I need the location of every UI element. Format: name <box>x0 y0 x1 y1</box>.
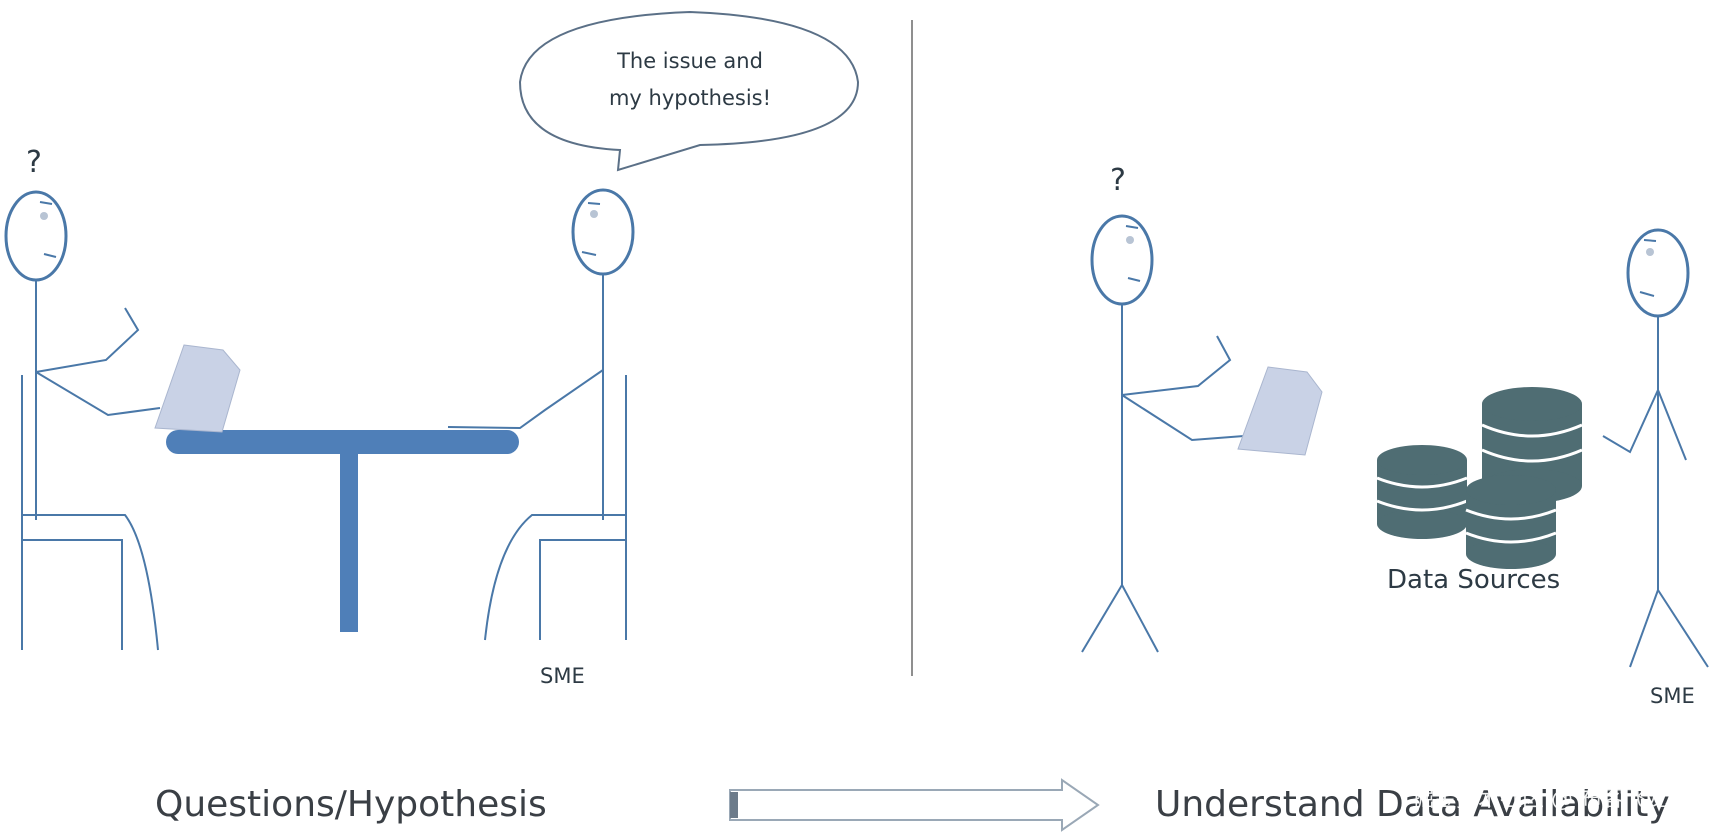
sme-eye-left <box>590 210 598 218</box>
sme-person-right <box>1602 228 1709 668</box>
database-stack-left <box>1376 445 1468 539</box>
left-chair <box>21 375 159 651</box>
paper-left <box>154 344 241 433</box>
analyst-head <box>1090 214 1154 306</box>
questioner-mouth <box>43 253 57 258</box>
analyst-brow <box>1125 225 1139 229</box>
question-mark-left: ? <box>26 145 42 180</box>
right-chair <box>484 375 627 641</box>
sme-mouth-left <box>581 251 597 256</box>
analyst-person-right <box>1081 214 1245 653</box>
table-top <box>166 430 519 454</box>
transition-arrow <box>729 778 1100 832</box>
speech-line-1: The issue and <box>616 49 763 73</box>
caption-understand-data-availability: Understand Data Availability <box>1155 784 1670 825</box>
data-sources-label: Data Sources <box>1387 565 1560 595</box>
questioner-brow <box>39 201 53 205</box>
analyst-eye <box>1126 236 1134 244</box>
sme-eye-right <box>1646 248 1654 256</box>
speech-bubble: The issue and my hypothesis! <box>518 10 860 172</box>
table-leg <box>340 452 358 632</box>
sme-brow-right <box>1643 239 1657 242</box>
table <box>166 430 519 632</box>
sme-label-left: SME <box>540 664 585 688</box>
questioner-eye <box>40 212 48 220</box>
sme-mouth-right <box>1639 291 1655 297</box>
questioner-head <box>4 190 68 282</box>
caption-questions-hypothesis: Questions/Hypothesis <box>155 784 547 825</box>
sme-head-left <box>571 188 635 276</box>
analyst-mouth <box>1127 277 1141 282</box>
questioner-person-left <box>4 190 161 520</box>
sme-head-right <box>1626 228 1690 318</box>
sme-label-right: SME <box>1650 684 1695 708</box>
question-mark-right: ? <box>1110 163 1126 198</box>
database-stack-front <box>1465 475 1557 569</box>
watermark-text: 掘金技术社区 @ 布客飞龙 <box>1412 787 1668 812</box>
paper-right <box>1237 366 1323 456</box>
sme-person-left <box>447 188 635 520</box>
sme-brow-left <box>587 202 601 205</box>
speech-line-2: my hypothesis! <box>609 86 771 110</box>
